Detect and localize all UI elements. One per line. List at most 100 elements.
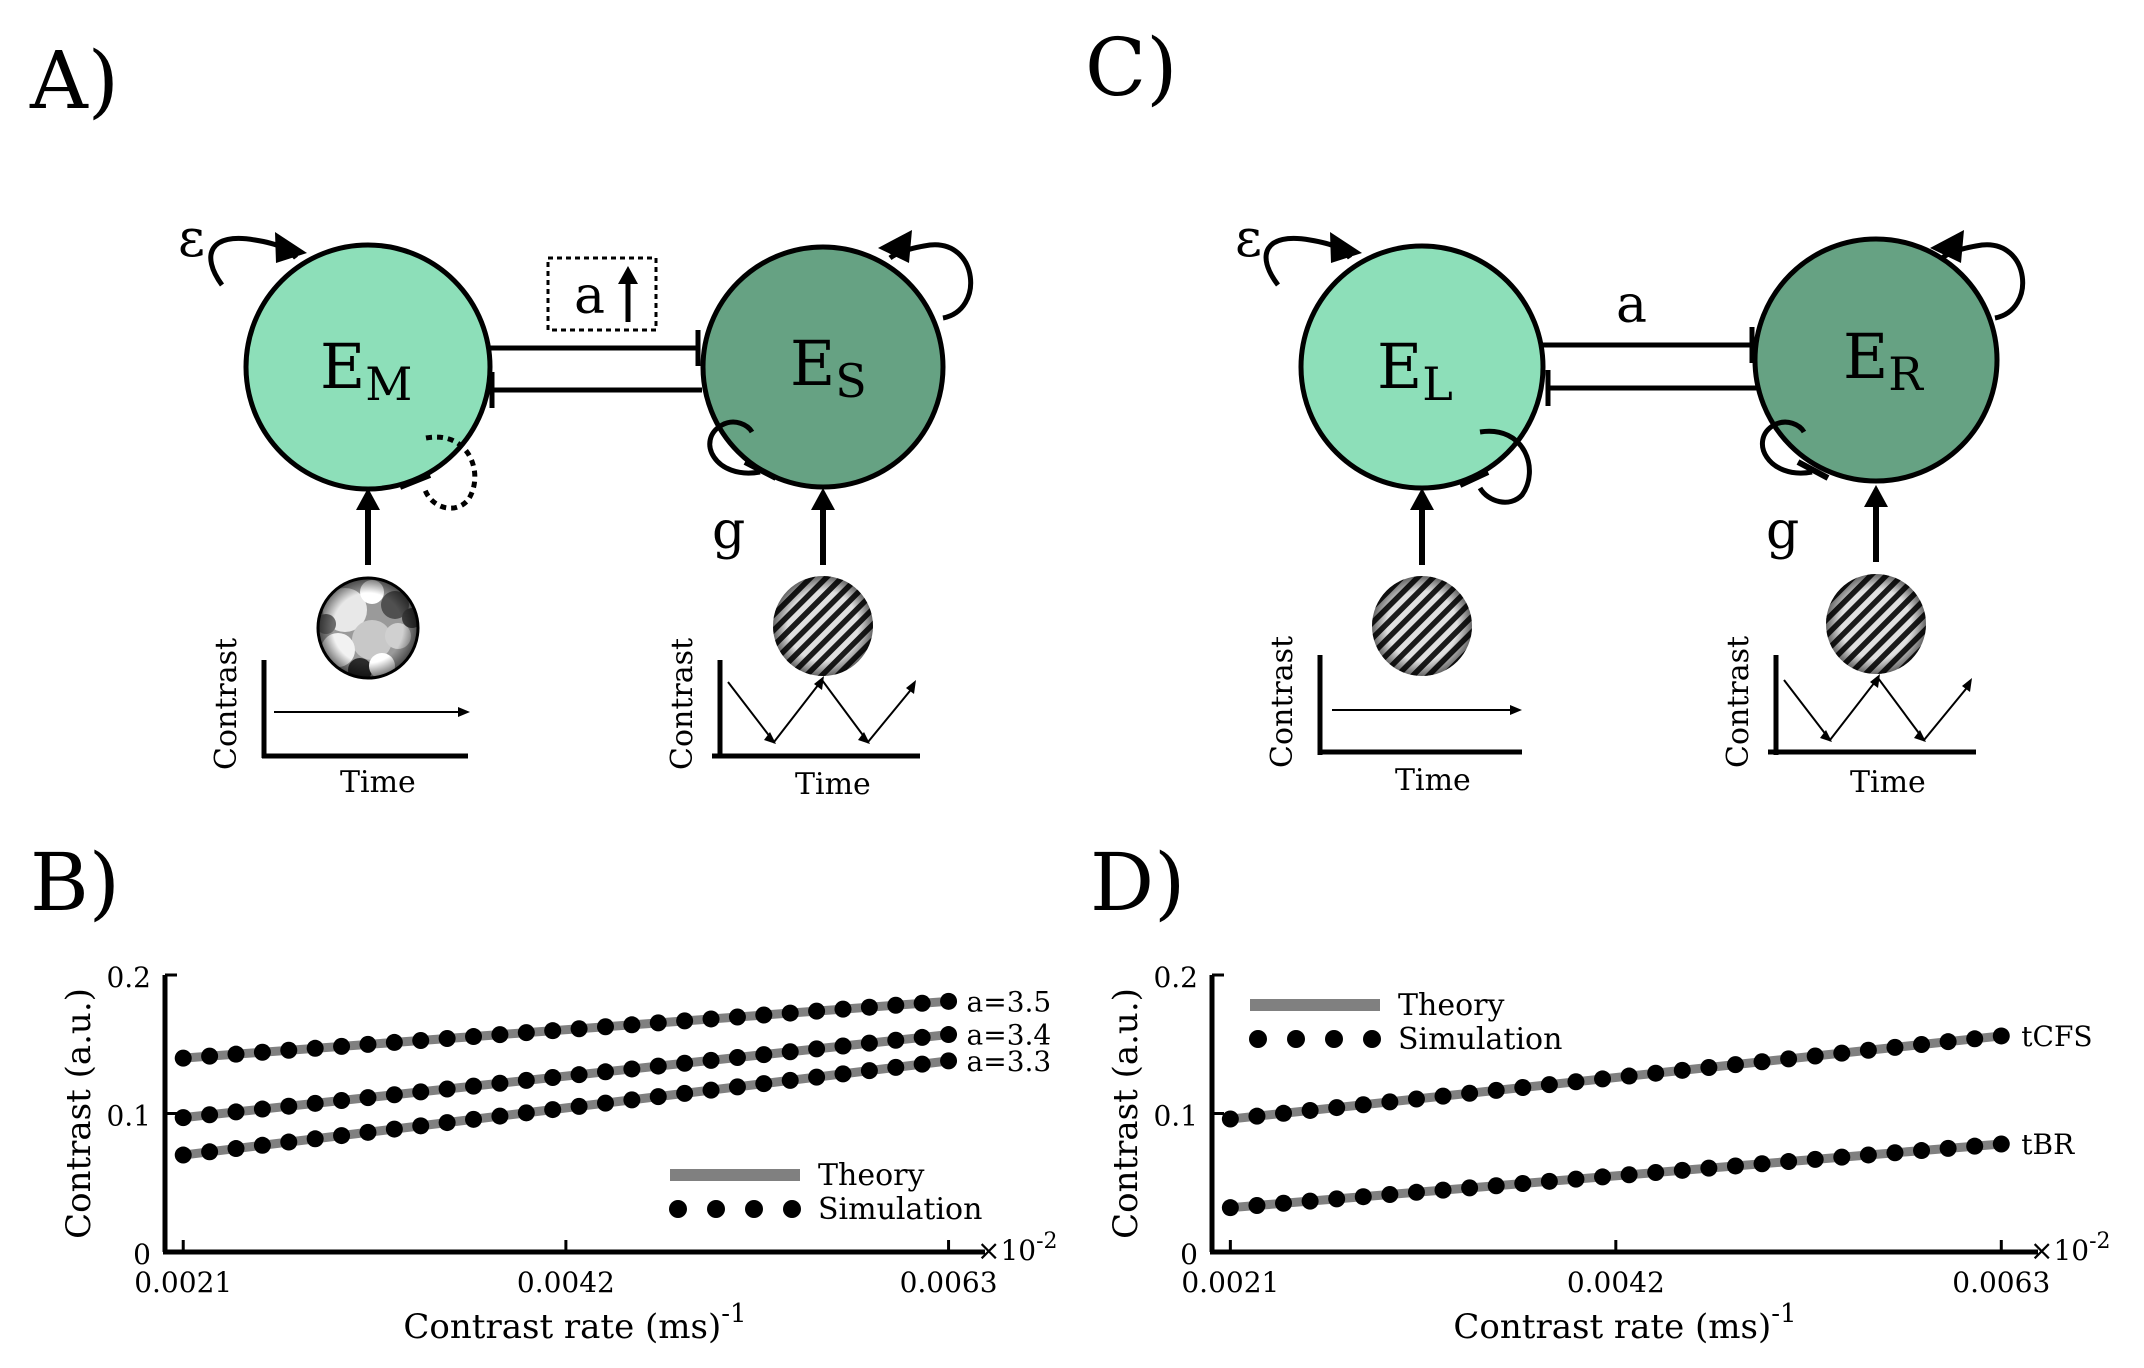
x-multiplier-label: ×10-2: [2030, 1229, 2111, 1267]
svg-text:Contrast: Contrast: [209, 638, 244, 770]
simulation-point: [570, 1097, 588, 1115]
simulation-point: [359, 1035, 377, 1053]
epsilon-label-a: ε: [178, 209, 205, 269]
arrowhead-icon: [618, 266, 638, 284]
node-er: [1752, 236, 2000, 484]
simulation-point: [1833, 1044, 1851, 1062]
simulation-point: [1673, 1161, 1691, 1179]
epsilon-label-c: ε: [1235, 209, 1262, 269]
inhibition-bar-icon: [398, 472, 432, 490]
simulation-point: [438, 1030, 456, 1048]
simulation-point: [1886, 1038, 1904, 1056]
simulation-point: [306, 1039, 324, 1057]
simulation-point: [333, 1037, 351, 1055]
panel-label-b: B): [30, 836, 120, 929]
simulation-point: [1700, 1058, 1718, 1076]
simulation-point: [596, 1094, 614, 1112]
simulation-point: [1753, 1155, 1771, 1173]
simulation-point: [465, 1028, 483, 1046]
simulation-point: [517, 1071, 535, 1089]
x-tick-label: 0.0021: [1181, 1266, 1279, 1299]
simulation-point: [1992, 1027, 2010, 1045]
simulation-point: [280, 1041, 298, 1059]
simulation-point: [1434, 1181, 1452, 1199]
y-axis-label: Contrast (a.u.): [1106, 988, 1146, 1239]
excitation-arrowhead-icon: [275, 232, 307, 263]
simulation-point: [887, 1031, 905, 1049]
simulation-point: [623, 1016, 641, 1034]
simulation-point: [280, 1097, 298, 1115]
simulation-point: [1859, 1041, 1877, 1059]
node-em-label: EM: [320, 330, 412, 411]
simulation-point: [1354, 1096, 1372, 1114]
svg-text:Time: Time: [1395, 763, 1471, 798]
node-es-label: ES: [790, 327, 867, 408]
simulation-point: [1673, 1061, 1691, 1079]
svg-text:Time: Time: [340, 765, 416, 800]
simulation-point: [1461, 1179, 1479, 1197]
series-label: a=3.5: [967, 985, 1052, 1018]
simulation-point: [887, 1058, 905, 1076]
legend-simulation-dot: [1325, 1030, 1343, 1048]
simulation-point: [887, 996, 905, 1014]
simulation-point: [702, 1081, 720, 1099]
x-tick-label: 0.0021: [134, 1266, 232, 1299]
simulation-point: [227, 1103, 245, 1121]
simulation-point: [1328, 1190, 1346, 1208]
simulation-point: [702, 1010, 720, 1028]
simulation-point: [623, 1091, 641, 1109]
simulation-point: [834, 1065, 852, 1083]
simulation-point: [781, 1071, 799, 1089]
legend-theory-label: Theory: [818, 1158, 924, 1193]
legend-simulation-dot: [1287, 1030, 1305, 1048]
simulation-point: [1992, 1135, 2010, 1153]
simulation-point: [1514, 1079, 1532, 1097]
svg-text:Time: Time: [1850, 765, 1926, 800]
simulation-point: [1647, 1164, 1665, 1182]
svg-text:Contrast: Contrast: [1721, 636, 1756, 768]
y-tick-label: 0.1: [106, 1100, 151, 1133]
contrast-time-plot-left-a: Contrast Time: [209, 638, 470, 800]
simulation-point: [201, 1143, 219, 1161]
y-tick-label: 0.2: [106, 961, 151, 994]
simulation-point: [253, 1100, 271, 1118]
series-label: a=3.4: [967, 1019, 1052, 1052]
simulation-point: [306, 1094, 324, 1112]
simulation-point: [544, 1101, 562, 1119]
simulation-point: [1248, 1107, 1266, 1125]
simulation-point: [728, 1008, 746, 1026]
simulation-point: [333, 1091, 351, 1109]
node-es: [700, 244, 946, 490]
simulation-point: [649, 1014, 667, 1032]
simulation-point: [517, 1104, 535, 1122]
adaptation-loop-dotted-a: [422, 434, 478, 511]
simulation-point: [1221, 1110, 1239, 1128]
simulation-point: [174, 1049, 192, 1067]
simulation-point: [1275, 1104, 1293, 1122]
legend-theory-label: Theory: [1398, 988, 1504, 1023]
simulation-point: [1381, 1093, 1399, 1111]
node-er-label: ER: [1843, 320, 1924, 401]
simulation-point: [1540, 1076, 1558, 1094]
simulation-point: [570, 1020, 588, 1038]
simulation-point: [860, 1034, 878, 1052]
legend-simulation-dot: [745, 1200, 763, 1218]
simulation-point: [333, 1127, 351, 1145]
inhibition-bar-icon: [1796, 459, 1830, 481]
simulation-point: [438, 1114, 456, 1132]
mask-stimulus-icon: [316, 576, 420, 680]
simulation-point: [1913, 1036, 1931, 1054]
simulation-point: [1540, 1172, 1558, 1190]
simulation-point: [1407, 1183, 1425, 1201]
simulation-point: [517, 1024, 535, 1042]
simulation-point: [1886, 1144, 1904, 1162]
excitation-arrowhead-icon: [1930, 230, 1964, 263]
simulation-point: [1487, 1177, 1505, 1195]
simulation-point: [1381, 1185, 1399, 1203]
simulation-point: [1806, 1150, 1824, 1168]
simulation-point: [913, 1028, 931, 1046]
simulation-point: [1275, 1194, 1293, 1212]
simulation-point: [1700, 1159, 1718, 1177]
